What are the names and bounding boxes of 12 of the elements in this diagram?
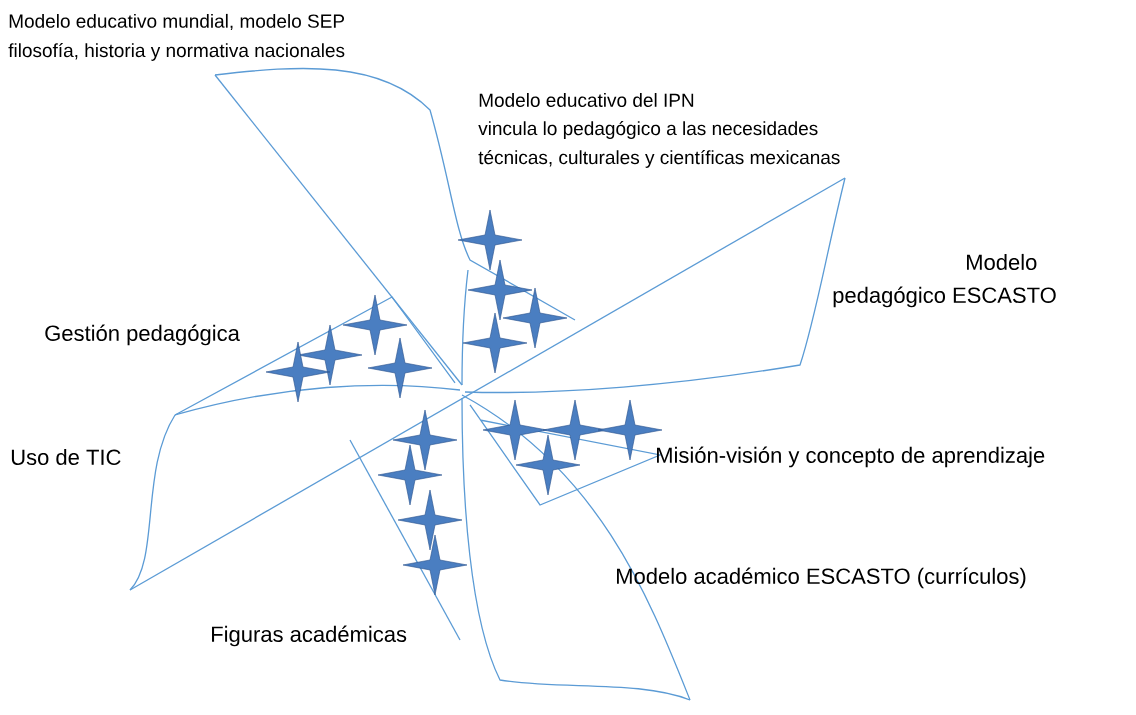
label-text: Modelo académico ESCASTO (currículos) xyxy=(617,567,1026,589)
label-text: Misión-visión y concepto de aprendizaje xyxy=(657,446,1045,468)
label-text: vincula lo pedagógico a las necesidades xyxy=(478,121,818,139)
label-text: Gestión pedagógica xyxy=(45,324,240,346)
label-text: Uso de TIC xyxy=(11,448,121,466)
label-text: Modelo xyxy=(967,253,1037,271)
label-text: pedagógico ESCASTO xyxy=(833,286,1056,308)
label-text: filosofía, historia y normativa nacionales xyxy=(8,43,345,61)
label-text: técnicas, culturales y científicas mexicanas xyxy=(478,150,840,168)
label-text: Modelo educativo mundial, modelo SEP xyxy=(9,13,345,31)
label-text: Figuras académicas xyxy=(212,625,407,647)
label-text: Modelo educativo del IPN xyxy=(479,93,694,107)
